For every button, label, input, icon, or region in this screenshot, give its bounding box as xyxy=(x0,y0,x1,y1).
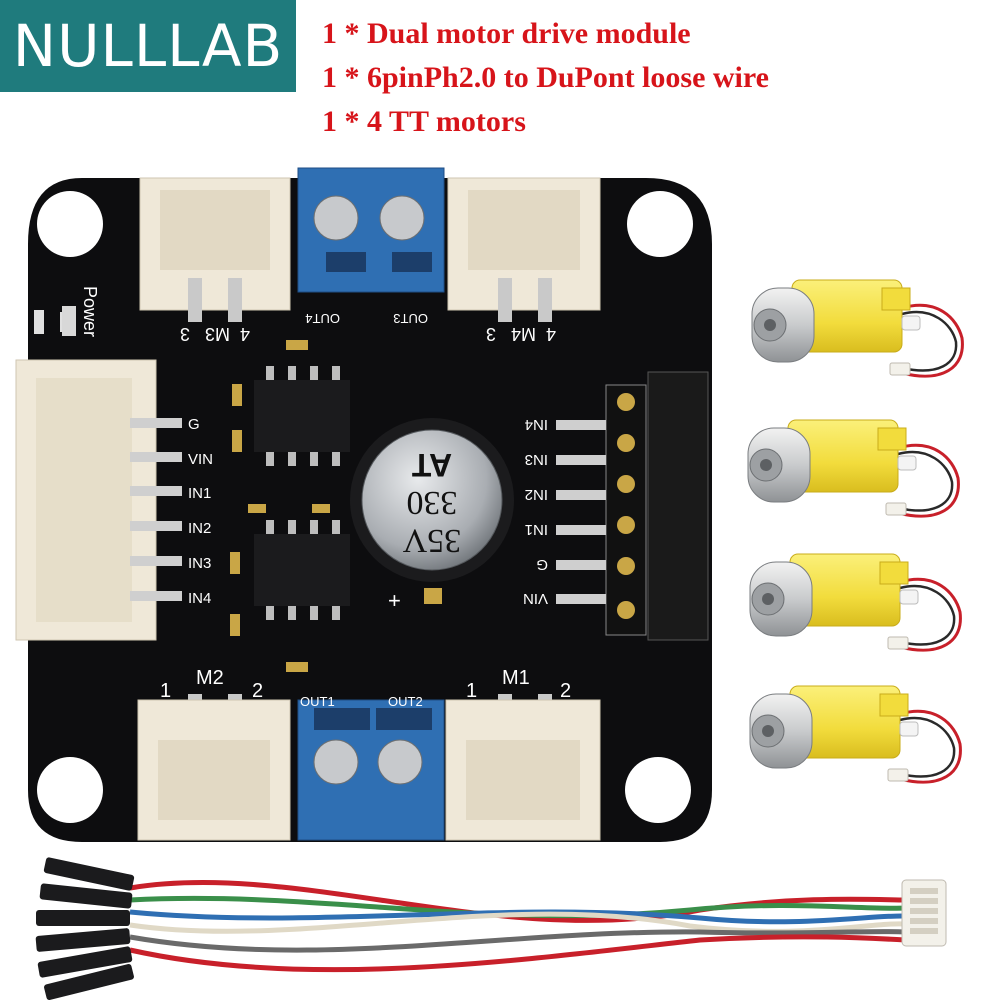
svg-text:4: 4 xyxy=(546,324,556,344)
svg-text:IN3: IN3 xyxy=(525,451,548,468)
package-item: 1 * 6pinPh2.0 to DuPont loose wire xyxy=(322,61,769,94)
connector-m3 xyxy=(139,177,291,322)
svg-text:3: 3 xyxy=(486,324,496,344)
svg-text:4: 4 xyxy=(240,324,250,344)
svg-text:OUT2: OUT2 xyxy=(388,694,423,709)
svg-text:2: 2 xyxy=(560,680,571,702)
svg-text:G: G xyxy=(536,556,548,573)
brand-logo-text: NULLLAB xyxy=(12,12,284,80)
svg-text:IN4: IN4 xyxy=(525,416,548,433)
svg-text:330: 330 xyxy=(407,484,458,521)
svg-text:OUT4: OUT4 xyxy=(305,311,340,326)
svg-text:IN4: IN4 xyxy=(188,590,211,607)
connector-m4 xyxy=(447,177,601,322)
tt-motors xyxy=(746,278,964,784)
motor-driver-board: G VIN IN1 IN2 IN3 IN4 xyxy=(15,167,712,842)
svg-text:M3: M3 xyxy=(205,324,230,344)
electrolytic-capacitor: 35V 330 AT + xyxy=(350,418,514,613)
brand-logo: NULLLAB xyxy=(0,0,296,92)
tt-motor xyxy=(750,278,964,378)
svg-text:M4: M4 xyxy=(511,324,536,344)
svg-text:IN2: IN2 xyxy=(525,486,548,503)
svg-text:AT: AT xyxy=(411,447,452,483)
svg-text:M1: M1 xyxy=(502,667,530,689)
svg-text:+: + xyxy=(388,588,401,613)
header-6pin-right xyxy=(556,371,709,641)
terminal-block-top xyxy=(297,167,445,293)
svg-text:OUT3: OUT3 xyxy=(393,311,428,326)
driver-ic-bottom xyxy=(254,520,350,620)
connector-m2 xyxy=(137,694,291,841)
tt-motor xyxy=(748,684,962,784)
silkscreen: Power 4 M3 3 OUT4 OUT3 4 M4 3 1 M2 2 OUT… xyxy=(62,286,571,709)
svg-text:IN3: IN3 xyxy=(188,555,211,572)
svg-text:3: 3 xyxy=(180,324,190,344)
package-item: 1 * Dual motor drive module xyxy=(322,17,691,50)
mount-hole xyxy=(627,191,693,257)
svg-text:IN1: IN1 xyxy=(188,485,211,502)
svg-text:2: 2 xyxy=(252,680,263,702)
driver-ic-top xyxy=(254,366,350,466)
left-pin-labels: G VIN IN1 IN2 IN3 IN4 xyxy=(188,416,213,607)
mount-hole xyxy=(625,757,691,823)
svg-text:35V: 35V xyxy=(402,522,461,559)
tt-motor xyxy=(746,418,960,518)
svg-text:G: G xyxy=(188,416,200,433)
dupont-cable xyxy=(35,857,947,1000)
terminal-block-bottom xyxy=(297,699,445,841)
svg-text:1: 1 xyxy=(466,680,477,702)
svg-text:M2: M2 xyxy=(196,667,224,689)
svg-text:Power: Power xyxy=(80,286,100,337)
mount-hole xyxy=(37,757,103,823)
package-item: 1 * 4 TT motors xyxy=(322,105,526,138)
connector-6pin-left xyxy=(15,359,182,641)
svg-text:VIN: VIN xyxy=(523,590,548,607)
right-pin-labels: IN4 IN3 IN2 IN1 G VIN xyxy=(523,416,548,607)
svg-text:IN2: IN2 xyxy=(188,520,211,537)
svg-text:OUT1: OUT1 xyxy=(300,694,335,709)
tt-motor xyxy=(748,552,962,652)
connector-m1 xyxy=(445,694,601,841)
svg-text:VIN: VIN xyxy=(188,451,213,468)
svg-text:IN1: IN1 xyxy=(525,521,548,538)
svg-text:1: 1 xyxy=(160,680,171,702)
mount-hole xyxy=(37,191,103,257)
package-contents-list: 1 * Dual motor drive module 1 * 6pinPh2.… xyxy=(322,12,769,144)
